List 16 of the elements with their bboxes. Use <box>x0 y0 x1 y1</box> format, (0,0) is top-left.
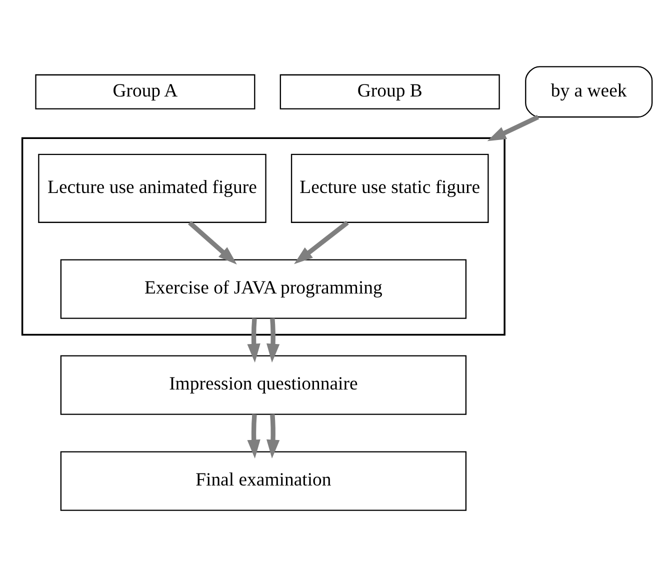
arrow <box>247 318 260 362</box>
node-box: Exercise of JAVA programming <box>60 258 467 318</box>
node-box: Final examination <box>60 450 467 510</box>
arrow <box>294 220 349 264</box>
arrow <box>188 220 237 264</box>
arrow <box>247 414 260 458</box>
node-box: Impression questionnaire <box>60 354 467 414</box>
node-box: by a week <box>525 66 653 118</box>
arrow <box>266 414 280 458</box>
node-box: Group B <box>280 74 500 109</box>
node-box: Group A <box>35 74 256 109</box>
cluster <box>21 136 506 336</box>
arrow <box>487 114 540 141</box>
node-box: Lecture use static figure <box>290 153 489 222</box>
arrow <box>266 318 280 362</box>
node-box: Lecture use animated figure <box>38 153 266 222</box>
